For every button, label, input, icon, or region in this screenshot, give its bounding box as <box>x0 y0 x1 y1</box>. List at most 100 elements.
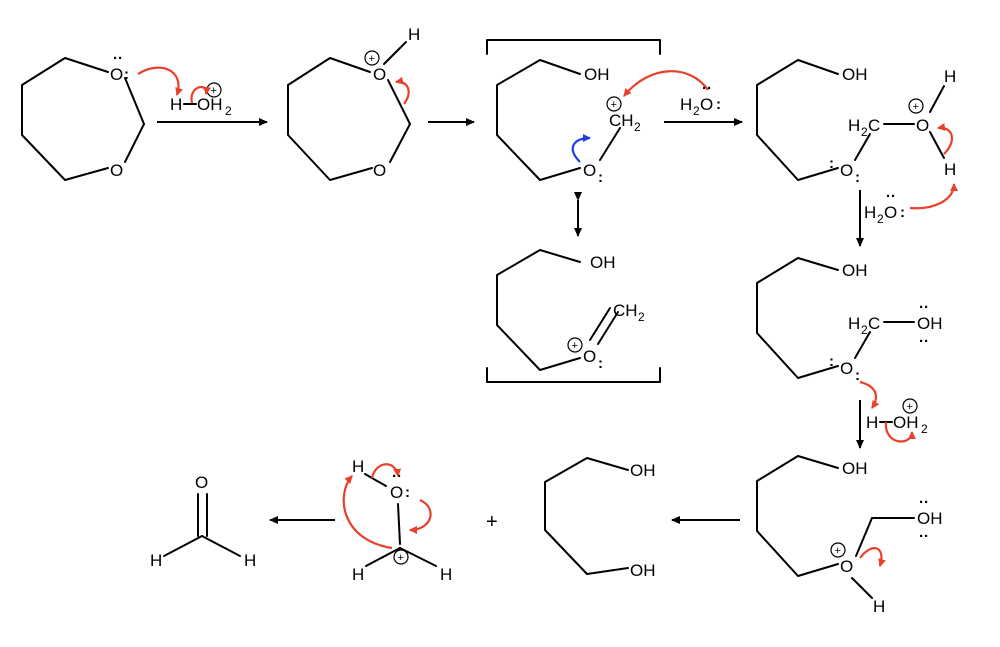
molecule-dioxepane: O ·· : O <box>21 50 145 181</box>
hydrogen-atom: H <box>150 551 162 570</box>
water-h-label: H <box>864 203 876 222</box>
curved-arrow-red <box>409 498 432 534</box>
hydrogen-atom: H <box>408 25 420 44</box>
curved-arrow-blue <box>571 134 591 163</box>
charge-circle <box>908 98 924 114</box>
chain-bonds <box>756 59 839 181</box>
water-o-label: O <box>884 203 897 222</box>
oxygen-atom: O <box>373 161 386 180</box>
bond <box>364 473 387 487</box>
charge-circle <box>830 542 846 558</box>
hydroxyl-label: OH <box>590 253 616 272</box>
ch2-label: CH <box>609 111 634 130</box>
oxygen-atom: O <box>110 161 123 180</box>
lone-pair-dots: : <box>855 367 860 384</box>
hydrogen-atom: H <box>866 413 878 432</box>
charge-circle <box>902 398 918 414</box>
positive-charge: + <box>611 99 617 111</box>
curved-arrow-red <box>137 66 183 96</box>
curved-arrow-red <box>909 183 958 210</box>
h2c-h: H <box>848 314 860 333</box>
hydrogen-atom: H <box>170 95 182 114</box>
ring-bonds <box>21 57 109 181</box>
lone-pair-dots: : <box>829 353 834 370</box>
oxygen-atom: O <box>840 161 853 180</box>
oxygen-atom: O <box>373 65 386 84</box>
bond <box>929 85 945 113</box>
positive-charge: + <box>907 401 913 413</box>
oxh2-label: OH <box>893 413 919 432</box>
molecule-formaldehyde: O H H <box>150 473 256 570</box>
resonance-bracket-bottom <box>486 367 661 383</box>
oxygen-atom: O <box>390 483 403 502</box>
chain-bonds <box>756 455 839 577</box>
water-o-label: O <box>700 95 713 114</box>
lone-pair-dots: : <box>405 484 410 501</box>
curved-arrow-red <box>370 463 402 479</box>
lone-pair-dots: : <box>829 155 834 172</box>
bond <box>854 331 871 359</box>
oxh2-label: OH <box>197 95 223 114</box>
positive-charge: + <box>835 545 841 557</box>
oxygen-atom: O <box>840 359 853 378</box>
chain-bonds <box>496 249 581 371</box>
molecule-protonated-hemiacetal: OH O + OH ·· ·· H <box>756 455 943 616</box>
oxygen-atom: O <box>583 161 596 180</box>
bond <box>397 503 401 545</box>
lone-pair-dots: ·· <box>919 333 929 350</box>
bond <box>389 123 411 163</box>
hydroxyl-label: OH <box>842 261 868 280</box>
lone-pair-dots: : <box>716 96 721 113</box>
bond <box>387 79 411 125</box>
positive-charge: + <box>572 340 578 352</box>
curved-arrow-red <box>395 76 410 105</box>
hydroxyl-label: OH <box>630 561 656 580</box>
curved-arrow-red <box>342 475 393 550</box>
curved-arrow-red <box>859 380 880 409</box>
hydroxyl-label: OH <box>584 65 610 84</box>
hydronium-reagent: H OH 2 + <box>866 398 928 436</box>
lone-pair-dots: : <box>124 66 129 83</box>
molecule-oxocarbenium-b: OH O : + CH 2 <box>496 249 645 372</box>
hydrogen-atom: H <box>873 597 885 616</box>
bond <box>855 517 873 557</box>
chain-bonds <box>544 457 629 575</box>
subscript-2: 2 <box>634 120 641 134</box>
positive-charge: + <box>369 53 375 65</box>
charge-circle <box>606 96 622 112</box>
lone-pair-dots: ·· <box>919 299 929 316</box>
bond <box>599 127 621 161</box>
curved-arrow-red <box>884 421 916 443</box>
bond <box>851 577 873 599</box>
hydroxyl-label: OH <box>917 509 943 528</box>
curved-arrow-red <box>859 547 886 567</box>
chain-bonds <box>496 59 581 181</box>
subscript-2: 2 <box>225 104 232 118</box>
oxygen-atom: O <box>110 65 123 84</box>
bond <box>365 547 401 567</box>
hydrogen-atom: H <box>244 551 256 570</box>
hydroxyl-label: OH <box>630 461 656 480</box>
hydrogen-atom: H <box>352 457 364 476</box>
subscript-2: 2 <box>921 422 928 436</box>
molecule-hydroxymethyl-cation: H O ·· : + H H <box>352 457 452 584</box>
lone-pair-dots: ·· <box>113 50 123 67</box>
charge-circle <box>567 337 583 353</box>
plus-sign: + <box>486 511 498 533</box>
ring-bonds <box>287 57 373 181</box>
subscript-2: 2 <box>638 310 645 324</box>
h2c-h: H <box>848 116 860 135</box>
ch2-label: CH <box>613 301 638 320</box>
bond <box>399 547 437 567</box>
bond <box>597 311 619 345</box>
oxygen-atom: O <box>583 347 596 366</box>
hydrogen-atom: H <box>352 565 364 584</box>
water-h-label: H <box>680 95 692 114</box>
positive-charge: + <box>211 85 217 97</box>
lone-pair-dots: : <box>855 169 860 186</box>
molecule-protonated-dioxepane: O + H O <box>287 25 420 181</box>
bond <box>854 133 871 161</box>
molecule-water-adduct: OH O : : H 2 C O + H H <box>756 59 956 186</box>
bond <box>929 131 945 159</box>
